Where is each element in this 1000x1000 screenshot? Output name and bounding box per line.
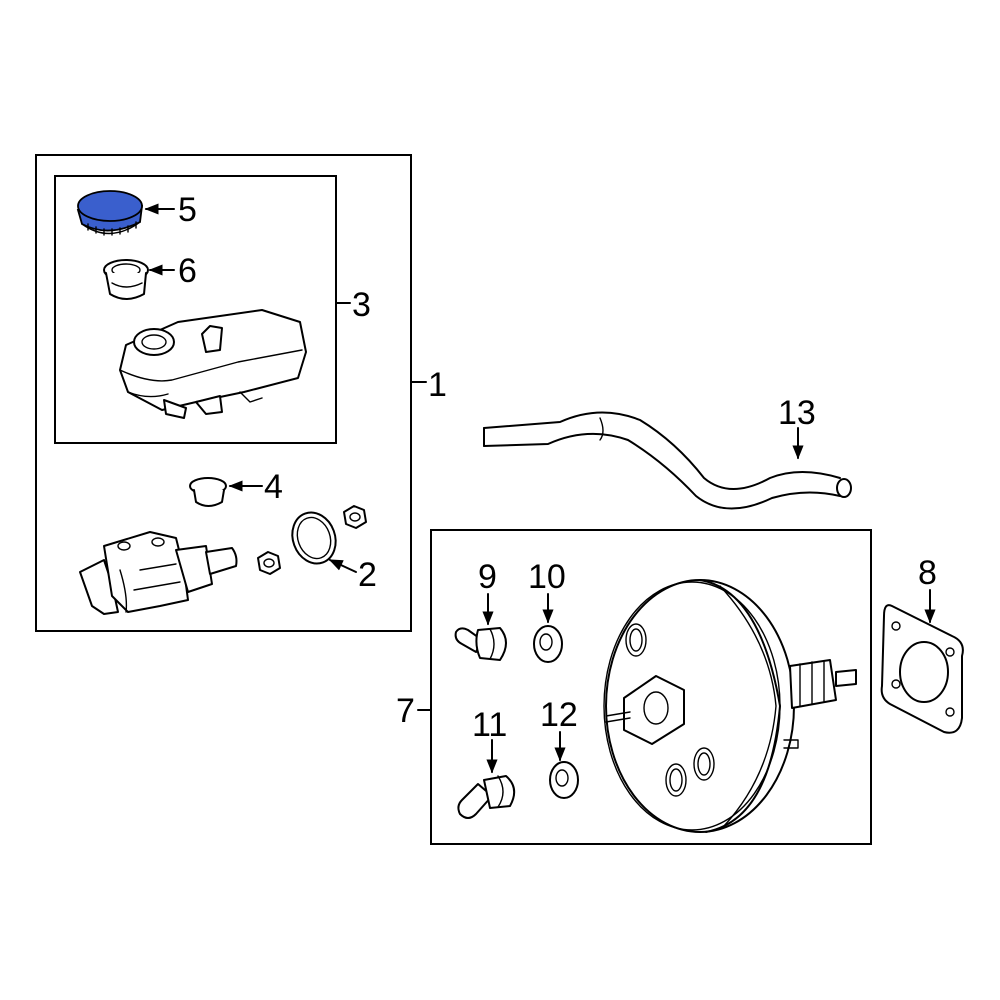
group-3-box — [54, 175, 337, 444]
part-4-grommet[interactable] — [189, 477, 227, 507]
callout-8: 8 — [918, 554, 937, 592]
part-10-grommet[interactable] — [533, 625, 563, 663]
callout-5: 5 — [178, 191, 197, 229]
callout-6: 6 — [178, 252, 197, 290]
brake-booster[interactable] — [603, 579, 857, 833]
callout-10: 10 — [528, 558, 566, 596]
part-3-reservoir-tank[interactable] — [119, 309, 307, 419]
mounting-nut-lower[interactable] — [257, 551, 281, 575]
part-2-o-ring[interactable] — [285, 506, 342, 569]
callout-11: 11 — [472, 706, 507, 744]
group-1-box — [35, 154, 412, 632]
callout-9: 9 — [478, 558, 497, 596]
part-8-booster-gasket[interactable] — [880, 604, 964, 734]
mounting-nut-upper[interactable] — [343, 505, 367, 529]
callout-1: 1 — [428, 366, 447, 404]
leader-lines — [144, 203, 936, 774]
part-6-reservoir-strainer[interactable] — [103, 259, 149, 300]
part-9-check-valve[interactable] — [454, 627, 507, 661]
callout-13: 13 — [778, 394, 816, 432]
master-cylinder-body[interactable] — [79, 531, 238, 615]
group-7-box — [430, 529, 872, 845]
callout-7: 7 — [396, 692, 415, 730]
part-12-grommet[interactable] — [549, 761, 579, 799]
part-11-check-valve[interactable] — [457, 775, 516, 819]
callout-4: 4 — [264, 468, 283, 506]
callout-3: 3 — [352, 286, 371, 324]
callout-12: 12 — [540, 696, 578, 734]
part-13-vacuum-hose[interactable] — [483, 411, 852, 510]
part-5-reservoir-cap[interactable] — [76, 190, 144, 236]
callout-2: 2 — [358, 556, 377, 594]
